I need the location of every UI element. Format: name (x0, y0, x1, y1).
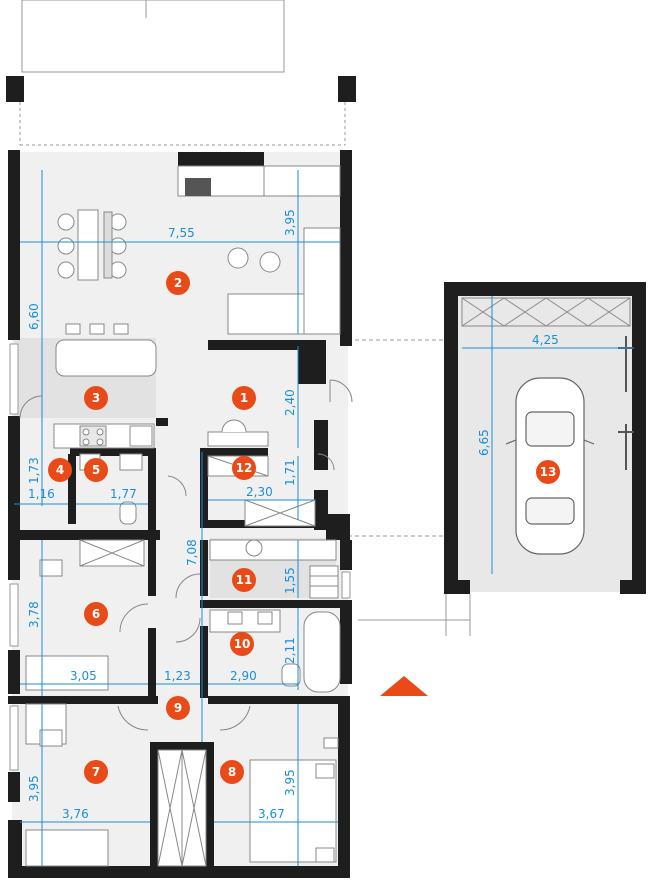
svg-text:3: 3 (92, 391, 100, 405)
svg-text:11: 11 (236, 573, 253, 587)
room-badge-11: 11 (232, 568, 256, 592)
room-badge-1: 1 (232, 386, 256, 410)
dim-room5-width: 1,77 (110, 487, 137, 501)
dim-room4-width: 1,16 (28, 487, 55, 501)
dim-room12-height: 1,71 (283, 459, 297, 486)
doors (19, 379, 353, 731)
room-badge-4: 4 (48, 458, 72, 482)
svg-text:13: 13 (540, 465, 557, 479)
svg-text:4: 4 (56, 463, 64, 477)
terrace-post-left (6, 76, 24, 102)
dim-living-height: 6,60 (27, 303, 41, 330)
dim-garage-height: 6,65 (477, 429, 491, 456)
svg-text:6: 6 (92, 607, 100, 621)
dim-corridor-width: 1,23 (164, 669, 191, 683)
svg-text:12: 12 (236, 461, 253, 475)
north-arrow-icon (380, 676, 428, 696)
dim-room6-height: 3,78 (27, 601, 41, 628)
dim-room7-width: 3,76 (62, 807, 89, 821)
room-badge-7: 7 (84, 760, 108, 784)
dim-room12-width: 2,30 (246, 485, 273, 499)
dim-hall-height: 2,40 (283, 389, 297, 416)
terrace (19, 0, 346, 146)
room-badge-12: 12 (232, 456, 256, 480)
dim-room10-width: 2,90 (230, 669, 257, 683)
svg-text:2: 2 (174, 276, 182, 290)
dim-room7-height: 3,95 (27, 775, 41, 802)
room-badge-2: 2 (166, 271, 190, 295)
svg-text:7: 7 (92, 765, 100, 779)
room-badge-8: 8 (220, 760, 244, 784)
house-walls (8, 150, 352, 878)
dim-room6-width: 3,05 (70, 669, 97, 683)
room-badge-6: 6 (84, 602, 108, 626)
svg-text:1: 1 (240, 391, 248, 405)
dim-room8-width: 3,67 (258, 807, 285, 821)
dim-corridor-height: 7,08 (185, 539, 199, 566)
garage-connector (348, 339, 471, 636)
svg-text:10: 10 (234, 637, 251, 651)
garage-storage (461, 297, 631, 327)
room-badge-9: 9 (166, 696, 190, 720)
room-badge-10: 10 (230, 632, 254, 656)
svg-text:9: 9 (174, 701, 182, 715)
dim-living-width: 7,55 (168, 226, 195, 240)
room-badge-5: 5 (84, 458, 108, 482)
dim-small-height: 1,73 (27, 457, 41, 484)
dim-room8-height: 3,95 (283, 769, 297, 796)
dim-garage-width: 4,25 (532, 333, 559, 347)
svg-text:8: 8 (228, 765, 236, 779)
dim-room10-height: 2,11 (283, 637, 297, 664)
room-badge-13: 13 (536, 460, 560, 484)
dim-room11-height: 1,55 (283, 567, 297, 594)
svg-text:5: 5 (92, 463, 100, 477)
windows (9, 343, 351, 771)
dim-living-right-height: 3,95 (283, 209, 297, 236)
room-badge-3: 3 (84, 386, 108, 410)
terrace-post-right (338, 76, 356, 102)
dimension-lines (14, 170, 632, 866)
garage-walls (444, 282, 646, 594)
